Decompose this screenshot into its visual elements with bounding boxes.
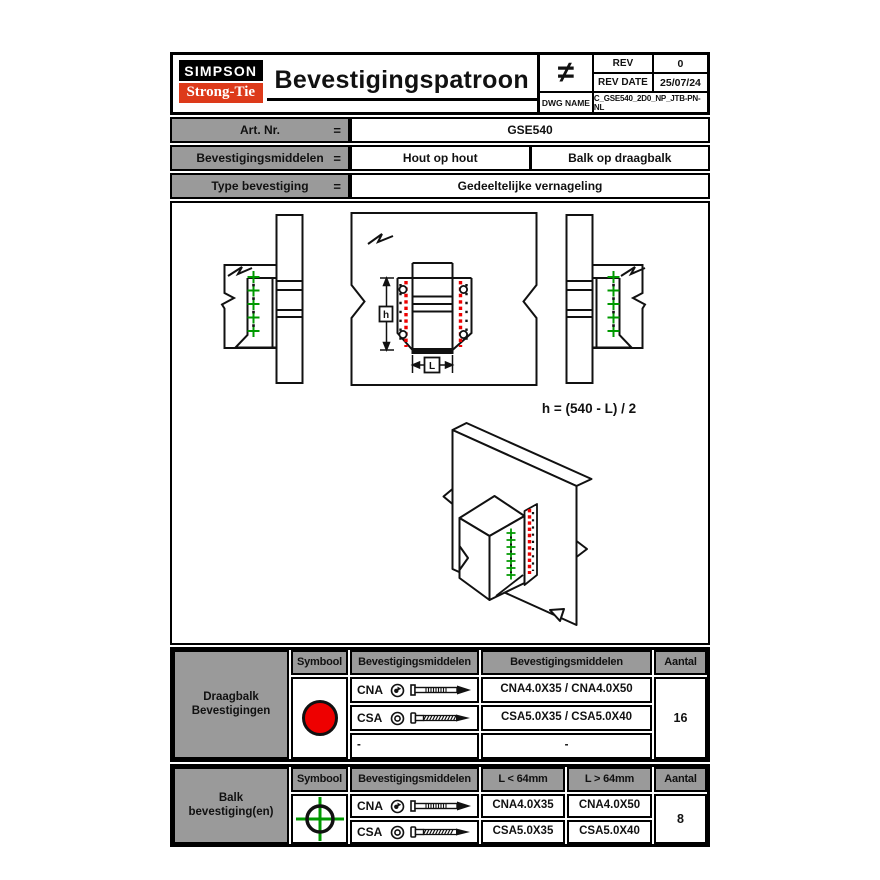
table2-col-aantal: Aantal bbox=[654, 767, 707, 792]
front-view bbox=[350, 212, 538, 386]
revision-block: ≠ REV 0 REV DATE 25/07/24 DWG NAME C_GSE… bbox=[536, 55, 707, 112]
table1-col-bevestigingsmiddelen: Bevestigingsmiddelen bbox=[350, 650, 479, 675]
equals-sign: = bbox=[333, 178, 341, 194]
draagbalk-symbol-cell bbox=[291, 677, 348, 759]
art-nr-label: Art. Nr. bbox=[239, 123, 280, 137]
logo-simpson-text: SIMPSON bbox=[179, 60, 263, 81]
dim-l-label: L bbox=[429, 361, 435, 372]
dimension-l bbox=[410, 355, 455, 374]
table1-col-bevestigingsmiddelen-2: Bevestigingsmiddelen bbox=[481, 650, 652, 675]
draagbalk-fastener-table: Draagbalk Bevestigingen Symbool Bevestig… bbox=[170, 647, 710, 762]
table2-col-bevestigingsmiddelen: Bevestigingsmiddelen bbox=[350, 767, 479, 792]
equals-sign: = bbox=[333, 122, 341, 138]
dimension-h bbox=[378, 275, 394, 353]
title-block: SIMPSON Strong-Tie Bevestigingspatroon ≠… bbox=[170, 52, 710, 115]
drawing-area: h L bbox=[170, 201, 710, 645]
table2-csa-small: CSA5.0X35 bbox=[481, 820, 565, 844]
table1-row-label: Draagbalk Bevestigingen bbox=[173, 650, 289, 759]
screw-side-icon bbox=[410, 826, 470, 838]
table1-row-csa-fastener: CSA bbox=[350, 705, 479, 731]
table1-col-aantal: Aantal bbox=[654, 650, 707, 675]
dwg-name-value: C_GSE540_2D0_NP_JTB-PN-NL bbox=[593, 93, 701, 112]
iso-fastener-green bbox=[506, 528, 516, 580]
logo-strongtie-text: Strong-Tie bbox=[179, 83, 263, 103]
nail-head-icon bbox=[390, 799, 405, 813]
balk-symbol-cell bbox=[291, 794, 348, 844]
table1-row-cna-value: CNA4.0X35 / CNA4.0X50 bbox=[481, 677, 652, 703]
rev-label: REV bbox=[593, 55, 654, 74]
formula-text: h = (540 - L) / 2 bbox=[542, 401, 636, 416]
table1-row-dash-fastener: - bbox=[350, 733, 479, 759]
isometric-view bbox=[442, 422, 593, 626]
article-info-table: Art. Nr. = GSE540 Bevestigingsmiddelen =… bbox=[170, 117, 710, 199]
red-circle-symbol-icon bbox=[301, 700, 338, 736]
screw-side-icon bbox=[410, 712, 470, 724]
screw-head-icon bbox=[390, 825, 405, 839]
fasteners-label: Bevestigingsmiddelen bbox=[196, 151, 324, 165]
fastener-code: CSA bbox=[357, 824, 383, 839]
technical-drawing: h L bbox=[220, 212, 647, 626]
table2-csa-large: CSA5.0X40 bbox=[567, 820, 652, 844]
table2-cna-small: CNA4.0X35 bbox=[481, 794, 565, 818]
table2-aantal-value: 8 bbox=[654, 794, 707, 844]
type-label-cell: Type bevestiging = bbox=[170, 173, 350, 199]
dim-h-label: h bbox=[383, 310, 389, 321]
fastener-code: CNA bbox=[357, 798, 383, 813]
table1-row-dash-value: - bbox=[481, 733, 652, 759]
nail-markers-green-left bbox=[247, 271, 260, 337]
nail-markers-green-right bbox=[607, 271, 620, 337]
table1-col-symbool: Symbool bbox=[291, 650, 348, 675]
table2-row-label: Balk bevestiging(en) bbox=[173, 767, 289, 844]
type-label: Type bevestiging bbox=[211, 179, 309, 193]
table1-aantal-value: 16 bbox=[654, 677, 707, 759]
art-nr-value: GSE540 bbox=[350, 117, 710, 143]
title-area: Bevestigingspatroon bbox=[266, 55, 537, 112]
nail-head-icon bbox=[390, 683, 405, 697]
screw-head-icon bbox=[390, 711, 405, 725]
nail-side-icon bbox=[410, 684, 471, 696]
left-side-view bbox=[220, 214, 304, 384]
info-row-type: Type bevestiging = Gedeeltelijke vernage… bbox=[170, 173, 710, 199]
table1-row-cna-fastener: CNA bbox=[350, 677, 479, 703]
rev-date-value: 25/07/24 bbox=[653, 74, 707, 93]
drawing-sheet: SIMPSON Strong-Tie Bevestigingspatroon ≠… bbox=[170, 52, 710, 847]
table2-cna-large: CNA4.0X50 bbox=[567, 794, 652, 818]
equals-sign: = bbox=[333, 150, 341, 166]
info-row-art-nr: Art. Nr. = GSE540 bbox=[170, 117, 710, 143]
rev-value: 0 bbox=[653, 55, 707, 74]
hanger-holes bbox=[398, 285, 468, 340]
crosshair-symbol-icon bbox=[295, 797, 344, 841]
table2-row-cna-fastener: CNA bbox=[350, 794, 479, 818]
table2-row-csa-fastener: CSA bbox=[350, 820, 479, 844]
right-side-view bbox=[565, 214, 647, 384]
fasteners-label-cell: Bevestigingsmiddelen = bbox=[170, 145, 350, 171]
balk-fastener-table: Balk bevestiging(en) Symbool Bevestiging… bbox=[170, 764, 710, 847]
fasteners-value-hout-op-hout: Hout op hout bbox=[350, 145, 531, 171]
rev-date-label: REV DATE bbox=[593, 74, 654, 93]
info-row-fasteners: Bevestigingsmiddelen = Hout op hout Balk… bbox=[170, 145, 710, 171]
table2-col-l-small: L < 64mm bbox=[481, 767, 565, 792]
type-value: Gedeeltelijke vernageling bbox=[350, 173, 710, 199]
fastener-code: CSA bbox=[357, 710, 383, 725]
table1-row-csa-value: CSA5.0X35 / CSA5.0X40 bbox=[481, 705, 652, 731]
not-equal-icon: ≠ bbox=[539, 55, 594, 93]
table2-col-l-large: L > 64mm bbox=[567, 767, 652, 792]
dwg-name-label: DWG NAME bbox=[540, 93, 594, 112]
simpson-strongtie-logo: SIMPSON Strong-Tie bbox=[173, 55, 267, 112]
nail-side-icon bbox=[410, 800, 471, 812]
fasteners-value-balk-op-draagbalk: Balk op draagbalk bbox=[529, 145, 710, 171]
fastener-code: CNA bbox=[357, 682, 383, 697]
page-title: Bevestigingspatroon bbox=[266, 66, 537, 101]
table2-col-symbool: Symbool bbox=[291, 767, 348, 792]
art-nr-label-cell: Art. Nr. = bbox=[170, 117, 350, 143]
